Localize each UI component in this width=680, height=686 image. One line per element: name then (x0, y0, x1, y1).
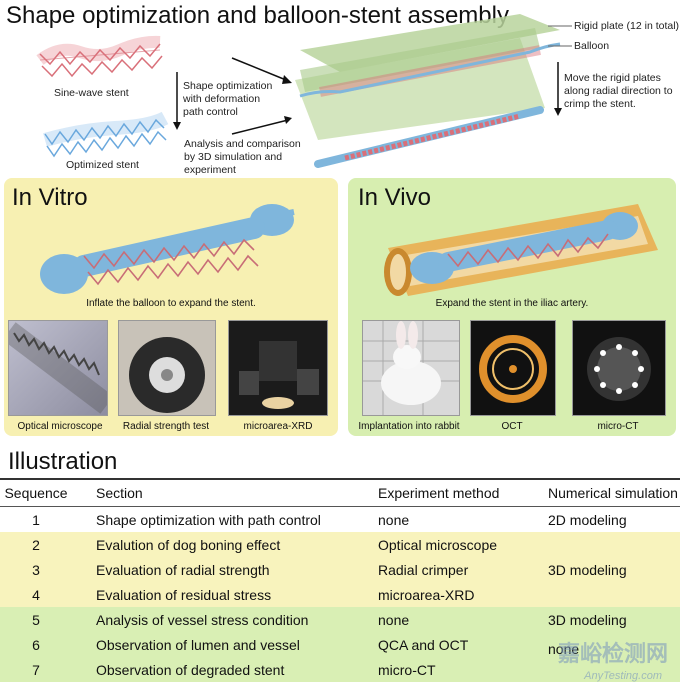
header-section: Section (96, 485, 143, 501)
table-row: 1 Shape optimization with path control n… (0, 506, 680, 532)
rigid-plate-label: Rigid plate (12 in total) (574, 20, 680, 32)
cell-seq: 3 (32, 561, 40, 578)
optical-microscope-caption: Optical microscope (17, 421, 103, 432)
cell-seq: 7 (32, 661, 40, 678)
cell-seq: 2 (32, 536, 40, 553)
table-row: 5 Analysis of vessel stress condition no… (0, 607, 680, 632)
in-vitro-panel: In Vitro Inflate the balloon to expand t… (4, 178, 338, 436)
analysis-text: Analysis and comparison by 3D simulation… (184, 138, 301, 176)
cell-sim (548, 532, 680, 557)
cell-seq: 4 (32, 586, 40, 603)
illustration-heading: Illustration (8, 448, 118, 475)
cell-method: micro-CT (378, 661, 436, 678)
in-vivo-caption: Expand the stent in the iliac artery. (435, 298, 589, 309)
table-row: 6 Observation of lumen and vessel QCA an… (0, 632, 680, 657)
optical-microscope-photo (8, 320, 108, 416)
rabbit-photo (362, 320, 460, 416)
cell-section: Observation of degraded stent (96, 661, 285, 678)
crimp-instruction-text: Move the rigid plates along radial direc… (564, 72, 673, 110)
radial-strength-caption: Radial strength test (122, 421, 210, 432)
in-vivo-panel: In Vivo Expand the stent in the iliac ar… (348, 178, 676, 436)
sine-wave-stent-label: Sine-wave stent (54, 87, 129, 99)
cell-method: none (378, 611, 410, 628)
micro-ct-photo (572, 320, 666, 416)
cell-sim: 3D modeling (548, 611, 627, 628)
in-vivo-artery-graphic (384, 204, 658, 296)
table-row: 3 Evaluation of radial strength Radial c… (0, 557, 680, 582)
optimized-stent-label: Optimized stent (66, 159, 139, 171)
cell-seq: 6 (32, 636, 40, 653)
cell-section: Observation of lumen and vessel (96, 636, 300, 653)
cell-method: microarea-XRD (378, 586, 475, 603)
table-row: 4 Evaluation of residual stress microare… (0, 582, 680, 607)
header-simulation: Numerical simulation (548, 485, 678, 501)
illustration-table: Sequence Section Experiment method Numer… (0, 478, 680, 682)
cell-method: QCA and OCT (378, 636, 469, 653)
in-vitro-expanded-stent (40, 204, 295, 294)
cell-sim: 2D modeling (548, 511, 627, 528)
figure-title: Shape optimization and balloon-stent ass… (6, 2, 509, 29)
microarea-xrd-photo (228, 320, 328, 416)
watermark-logo: 嘉峪检测网 (557, 641, 668, 666)
cell-method: none (378, 511, 410, 528)
watermark-url: AnyTesting.com (584, 670, 662, 682)
cell-section: Analysis of vessel stress condition (96, 611, 309, 628)
cell-sim (548, 582, 680, 607)
table-header-row: Sequence Section Experiment method Numer… (0, 479, 680, 507)
radial-strength-photo (118, 320, 216, 416)
rabbit-caption: Implantation into rabbit (358, 421, 460, 432)
table-row: 2 Evalution of dog boning effect Optical… (0, 532, 680, 557)
header-experiment: Experiment method (378, 485, 500, 501)
sine-wave-stent-graphic (36, 35, 163, 78)
assembly-graphic (36, 14, 572, 168)
microarea-xrd-caption: microarea-XRD (243, 421, 313, 432)
cell-sim: none (548, 641, 580, 657)
cell-sim: 3D modeling (548, 561, 627, 578)
shape-optimization-text: Shape optimization with deformation path… (183, 80, 273, 118)
table-row: 7 Observation of degraded stent micro-CT (0, 657, 680, 682)
micro-ct-caption: micro-CT (597, 421, 639, 432)
cell-section: Evaluation of residual stress (96, 586, 272, 603)
cell-method: Optical microscope (378, 536, 498, 553)
cell-section: Evaluation of radial strength (96, 561, 270, 578)
cell-section: Shape optimization with path control (96, 511, 321, 528)
header-sequence: Sequence (4, 485, 68, 501)
cell-method: Radial crimper (378, 561, 469, 578)
balloon-label: Balloon (574, 40, 610, 52)
optimized-stent-graphic (43, 111, 169, 158)
in-vitro-caption: Inflate the balloon to expand the stent. (86, 298, 256, 309)
in-vitro-heading: In Vitro (12, 184, 88, 211)
oct-photo (470, 320, 556, 416)
in-vivo-heading: In Vivo (358, 184, 431, 211)
cell-seq: 5 (32, 611, 40, 628)
cell-seq: 1 (32, 511, 40, 528)
oct-caption: OCT (501, 421, 523, 432)
cell-section: Evalution of dog boning effect (96, 536, 281, 553)
